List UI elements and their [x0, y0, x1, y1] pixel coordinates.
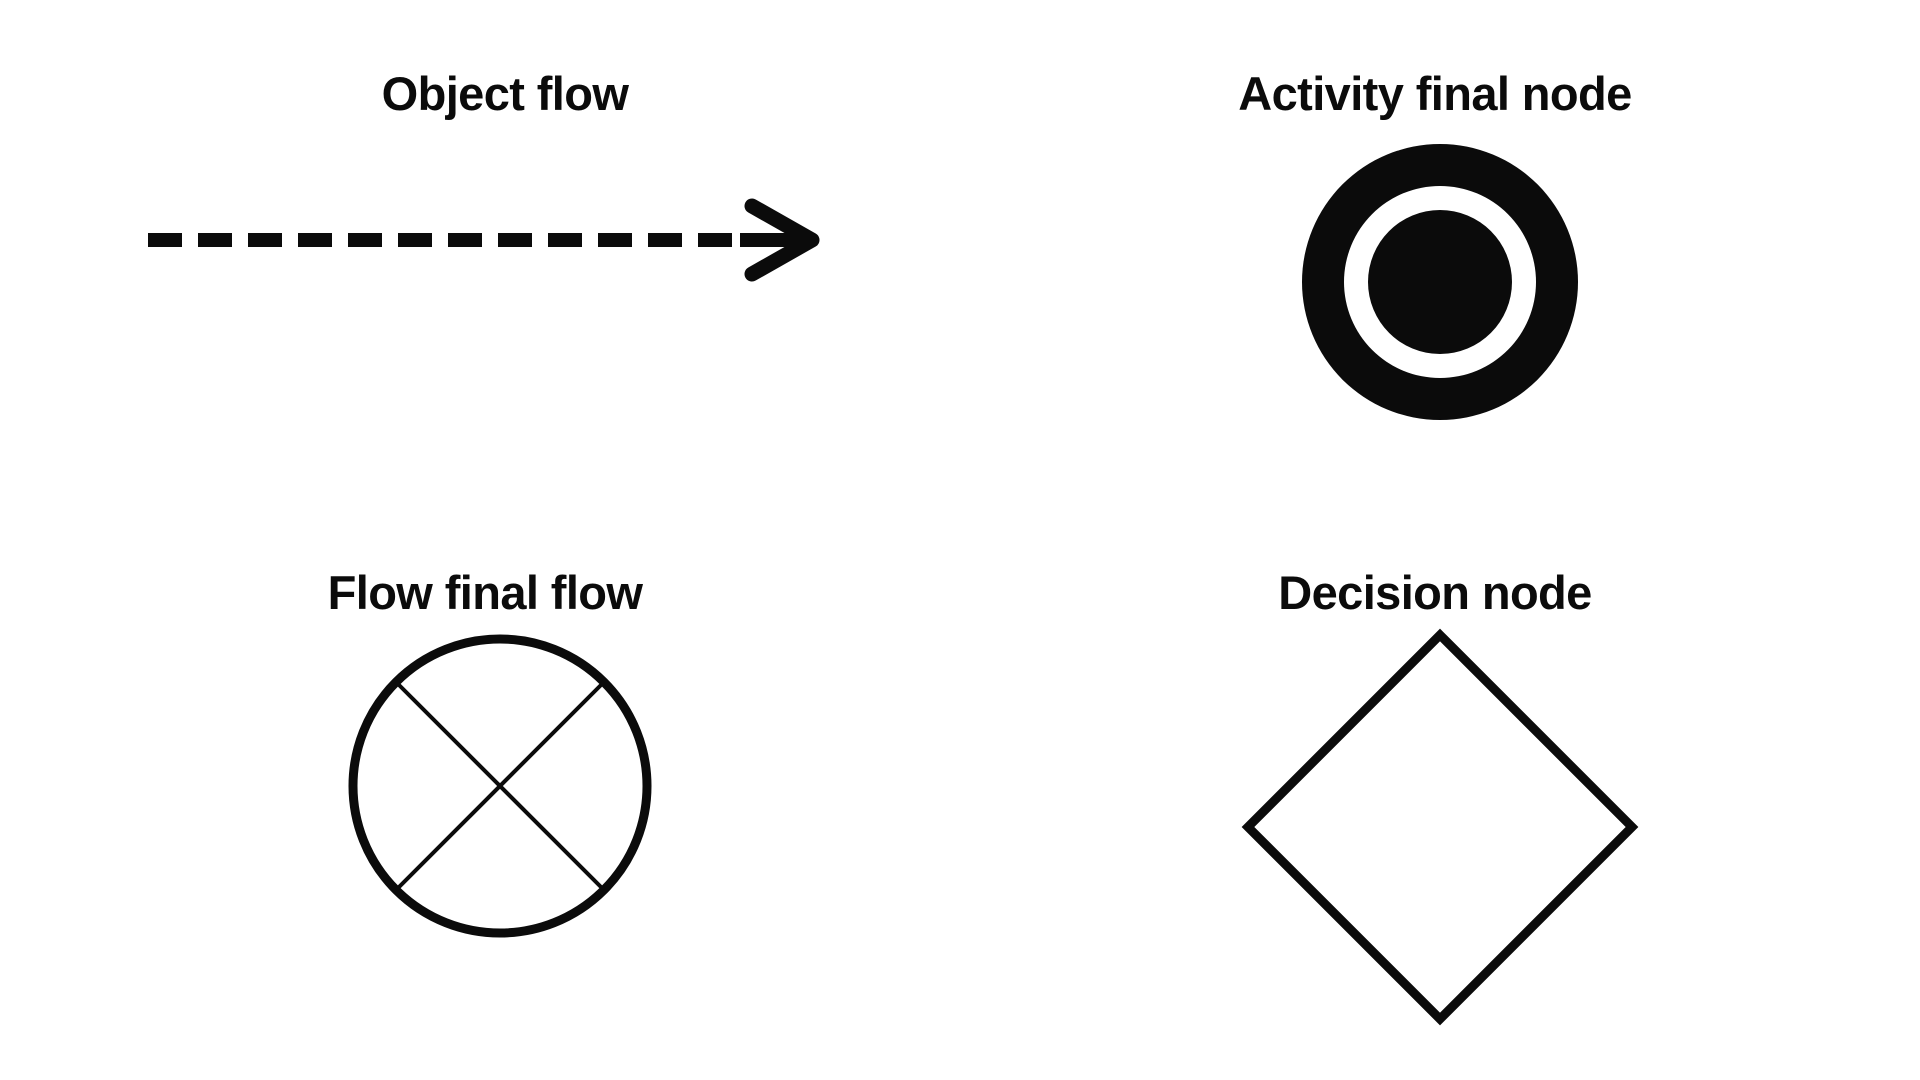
cross-line-b [394, 680, 606, 892]
legend-label-activity-final-node: Activity final node [1238, 67, 1632, 120]
legend-item-flow-final-flow: Flow final flow [40, 545, 960, 1060]
legend-label-flow-final-flow: Flow final flow [327, 566, 643, 619]
legend-item-object-flow: Object flow [40, 30, 960, 545]
shape-area-object-flow [40, 120, 960, 545]
shape-area-activity-final-node [940, 120, 1900, 545]
legend-item-decision-node: Decision node [960, 545, 1880, 1060]
flow-final-circle [348, 634, 652, 938]
shape-area-flow-final-flow [40, 619, 960, 1060]
decision-diamond [1241, 628, 1639, 1026]
circle-with-cross-icon [348, 634, 652, 938]
arrowhead-shape [744, 198, 820, 282]
legend-label-object-flow: Object flow [381, 67, 629, 120]
inner-disk [1368, 209, 1512, 354]
legend-label-decision-node: Decision node [1278, 566, 1592, 619]
diamond-icon [1241, 628, 1639, 1026]
dashed-arrow-icon [148, 198, 820, 282]
bullseye-icon [1302, 143, 1578, 420]
legend-item-activity-final-node: Activity final node [960, 30, 1880, 545]
shape-area-decision-node [940, 619, 1900, 1060]
